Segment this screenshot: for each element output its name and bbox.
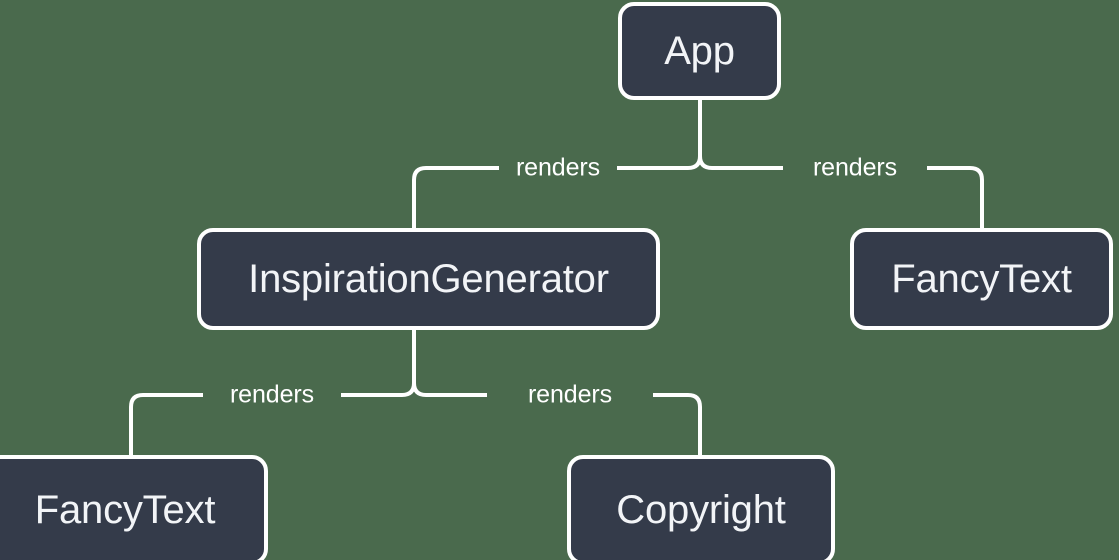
node-label-fancytext-bottom: FancyText	[34, 488, 216, 532]
node-label-copyright: Copyright	[616, 488, 786, 532]
edge-label-inspiration-generator-to-fancytext-bottom: renders	[229, 380, 315, 409]
node-fancytext-bottom[interactable]: FancyText	[0, 455, 268, 560]
edge-label-inspiration-generator-to-copyright: renders	[527, 380, 613, 409]
node-copyright[interactable]: Copyright	[567, 455, 835, 560]
node-label-inspiration-generator: InspirationGenerator	[248, 257, 609, 301]
edge-label-app-to-inspiration-generator: renders	[515, 153, 601, 182]
node-fancytext-right[interactable]: FancyText	[850, 228, 1113, 330]
node-label-fancytext-right: FancyText	[891, 257, 1072, 301]
node-inspiration-generator[interactable]: InspirationGenerator	[197, 228, 660, 330]
node-app[interactable]: App	[618, 2, 781, 100]
node-label-app: App	[664, 29, 735, 73]
edge-label-app-to-fancytext-right: renders	[812, 153, 898, 182]
